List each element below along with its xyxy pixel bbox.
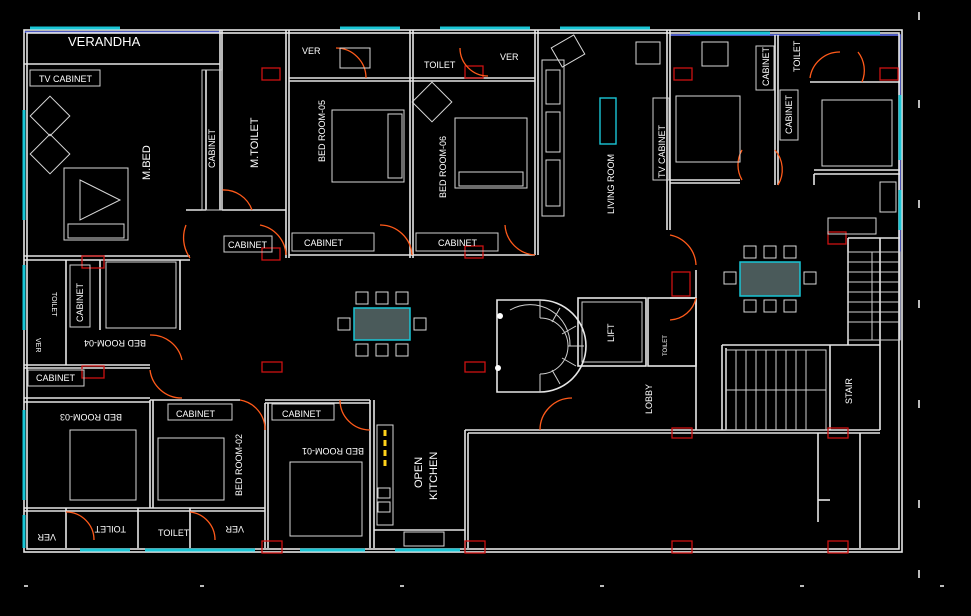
label-bed-room-06: BED ROOM-06 xyxy=(438,136,448,198)
columns xyxy=(81,65,899,554)
label-cabinet-br04: CABINET xyxy=(36,373,76,383)
label-ver-left: VER xyxy=(34,338,41,352)
label-bed-room-01: BED ROOM-01 xyxy=(302,446,364,456)
label-tv-cabinet-right: TV CABINET xyxy=(657,124,667,178)
label-cabinet-br01: CABINET xyxy=(282,409,322,419)
label-m-toilet: M.TOILET xyxy=(249,117,261,168)
label-kitchen: KITCHEN xyxy=(428,452,440,500)
label-cabinet-mtoilet: CABINET xyxy=(228,240,268,250)
cabinet-boxes xyxy=(27,45,799,421)
label-lobby: LOBBY xyxy=(644,384,654,414)
label-open: OPEN xyxy=(413,457,425,488)
doors xyxy=(65,47,865,541)
label-m-bed: M.BED xyxy=(141,145,153,180)
label-tv-cabinet-left: TV CABINET xyxy=(39,74,93,84)
beds xyxy=(63,95,893,537)
label-lift: LIFT xyxy=(606,323,616,342)
label-toilet-top: TOILET xyxy=(424,60,456,70)
label-toilet-bottom1: TOILET xyxy=(94,524,126,534)
stair-steps xyxy=(725,251,901,431)
dining-tables xyxy=(337,97,817,357)
label-ver-bottom-left: VER xyxy=(37,532,56,542)
label-verandha: VERANDHA xyxy=(68,34,141,49)
label-cabinet-right2: CABINET xyxy=(784,94,794,134)
label-cabinet-br05: CABINET xyxy=(304,238,344,248)
label-ver-bottom: VER xyxy=(225,524,244,534)
label-bed-room-04: BED ROOM-04 xyxy=(84,338,146,348)
label-cabinet-br06: CABINET xyxy=(438,238,478,248)
spiral-staircase xyxy=(495,299,587,393)
label-stair: STAIR xyxy=(844,378,854,404)
windows xyxy=(22,26,902,552)
frame-ticks xyxy=(24,12,944,587)
label-ver-top: VER xyxy=(302,46,321,56)
label-ver-top2: VER xyxy=(500,52,519,62)
label-living-room: LIVING ROOM xyxy=(606,154,616,214)
interior-walls xyxy=(24,30,900,548)
label-bed-room-02: BED ROOM-02 xyxy=(234,434,244,496)
label-bed-room-05: BED ROOM-05 xyxy=(317,100,327,162)
kitchen-counter xyxy=(376,181,897,547)
room-labels: VERANDHA TV CABINET M.BED CABINET M.TOIL… xyxy=(34,34,854,542)
label-bed-room-03: BED ROOM-03 xyxy=(60,412,122,422)
label-toilet-bottom2: TOILET xyxy=(158,528,190,538)
label-cabinet-left-vert: CABINET xyxy=(207,128,217,168)
sofas xyxy=(29,34,729,217)
label-toilet-lift: TOILET xyxy=(663,335,669,356)
label-toilet-small-left: TOILET xyxy=(50,292,57,317)
label-cabinet-br02: CABINET xyxy=(176,409,216,419)
label-cabinet-right1: CABINET xyxy=(761,46,771,86)
label-toilet-right: TOILET xyxy=(792,40,802,72)
label-cabinet-br04-vert: CABINET xyxy=(75,282,85,322)
